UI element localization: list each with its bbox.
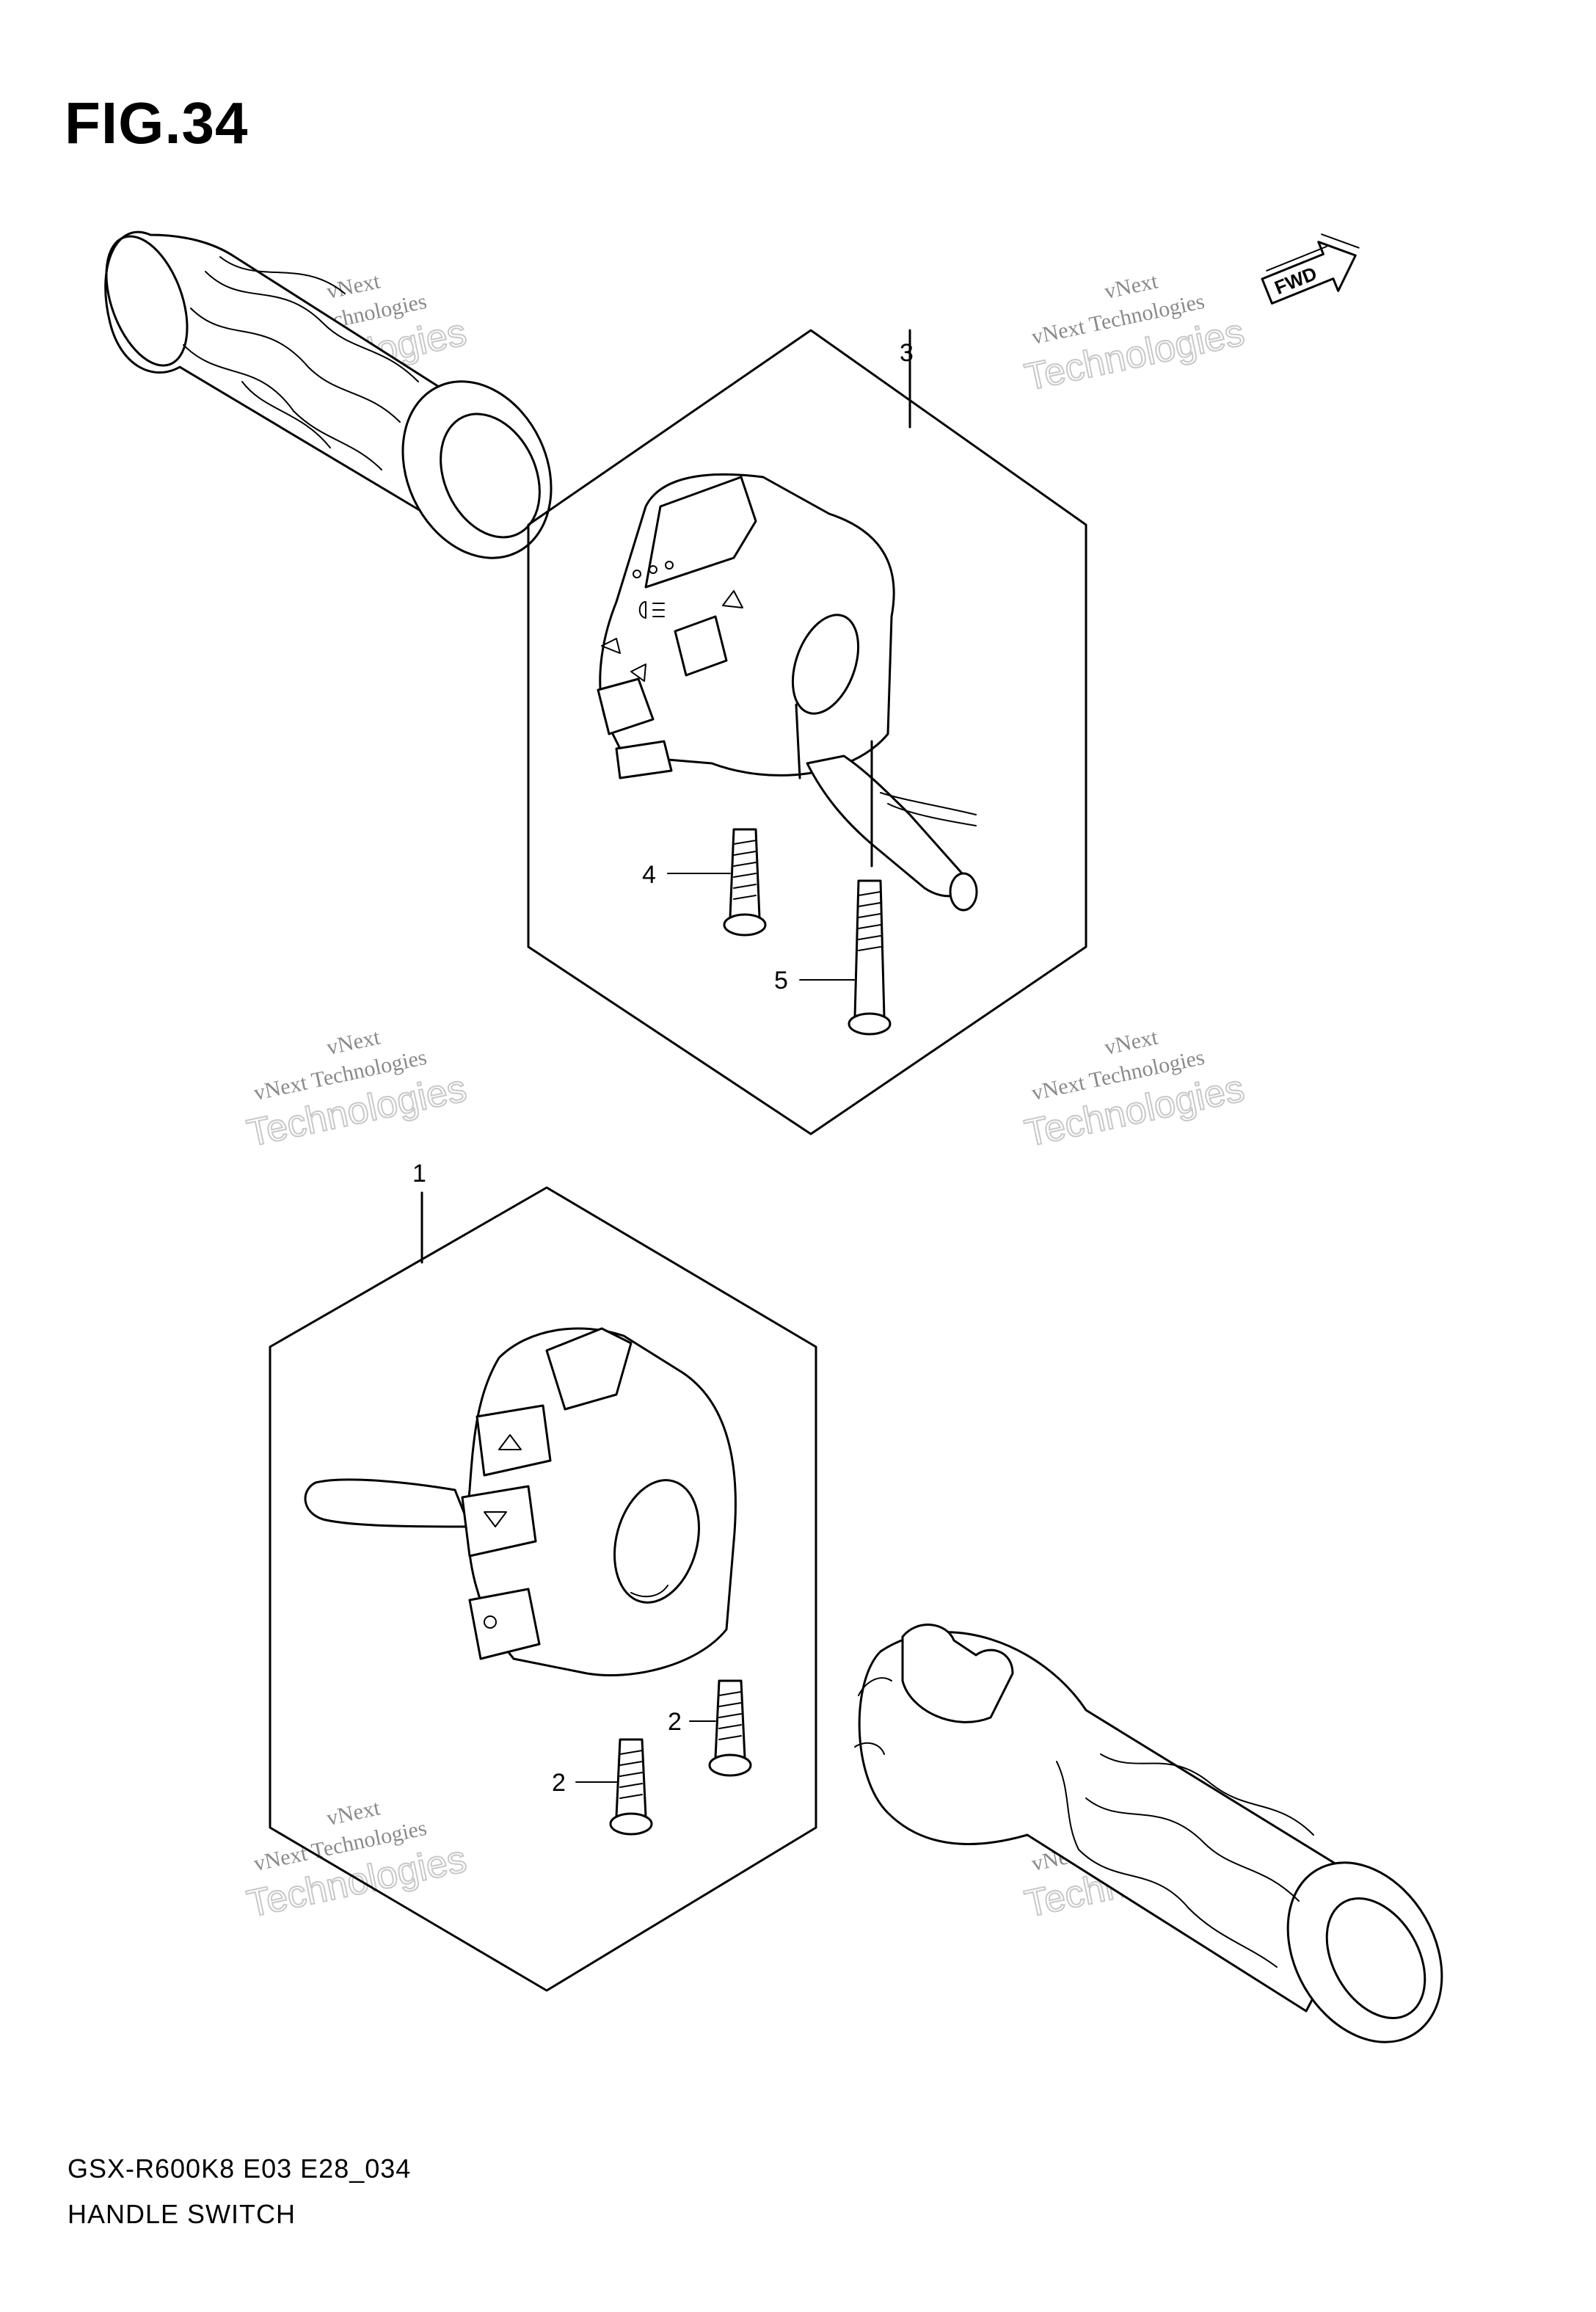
left-handle-switch <box>597 473 978 912</box>
svg-text:vNext: vNext <box>324 1795 382 1831</box>
assembly-3-outline: 3 <box>527 329 1087 1135</box>
svg-text:vNext: vNext <box>1102 269 1160 304</box>
callout-2-right: 2 <box>668 1708 682 1736</box>
right-handlebar-grip <box>854 1624 1443 2043</box>
right-handle-switch <box>304 1327 737 1676</box>
diagram-name: HANDLE SWITCH <box>68 2199 296 2229</box>
svg-text:vNext: vNext <box>1102 1025 1160 1060</box>
watermark: vNext vNext Technologies Technologies <box>243 1025 471 1155</box>
callout-2-left: 2 <box>552 1769 566 1797</box>
screw-2-left: 2 <box>552 1738 653 1836</box>
watermark: vNext vNext Technologies Technologies <box>1021 1025 1249 1155</box>
screw-2-right: 2 <box>668 1679 752 1777</box>
left-handlebar-grip <box>104 230 553 559</box>
callout-4: 4 <box>642 861 656 889</box>
forward-arrow-icon: FWD <box>1261 233 1360 305</box>
callout-3: 3 <box>900 339 914 367</box>
diagram-code: GSX-R600K8 E03 E28_034 <box>68 2153 412 2184</box>
screw-4: 4 <box>642 828 767 937</box>
callout-1: 1 <box>412 1160 426 1188</box>
svg-text:vNext: vNext <box>324 1025 382 1060</box>
watermark: vNext vNext Technologies Technologies <box>1021 269 1249 399</box>
watermark: vNext vNext Technologies Technologies <box>243 1795 471 1926</box>
callout-5: 5 <box>774 967 788 995</box>
assembly-1-outline: 1 <box>269 1160 817 1992</box>
svg-text:vNext: vNext <box>324 269 382 304</box>
figure-title: FIG.34 <box>65 90 249 156</box>
screw-5: 5 <box>774 879 892 1036</box>
